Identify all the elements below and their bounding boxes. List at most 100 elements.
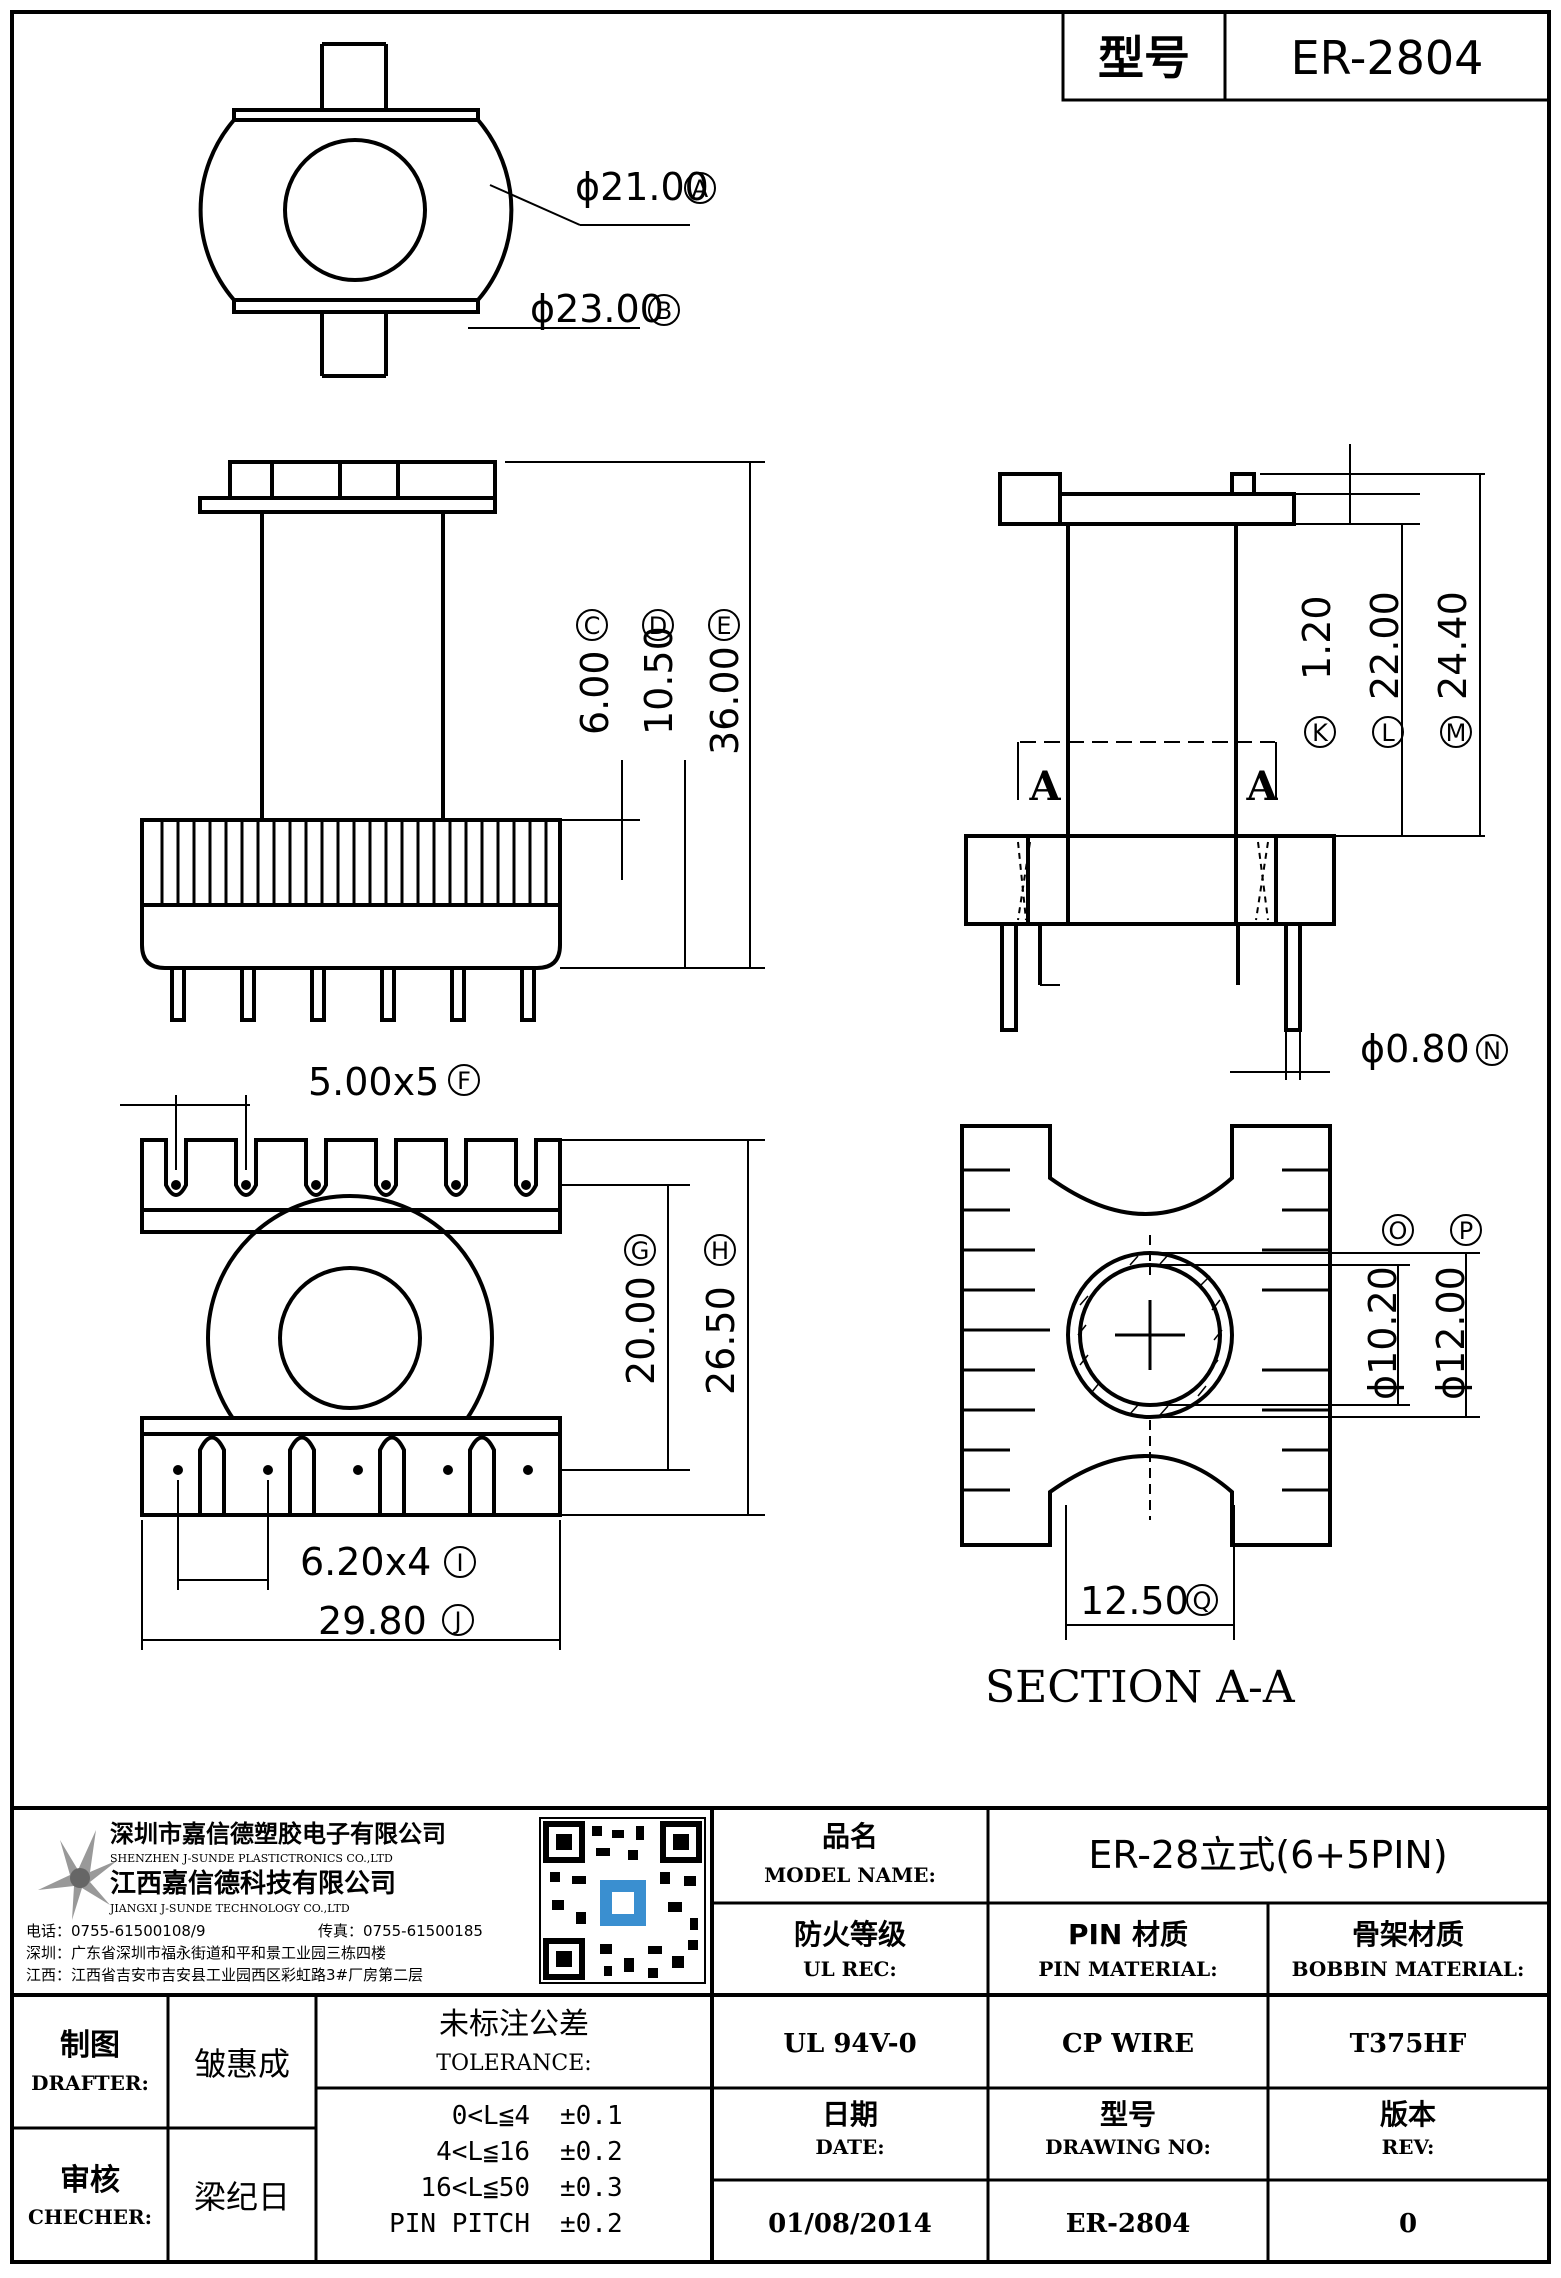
dim-q-value: 12.50	[1080, 1579, 1189, 1623]
dim-a-mark: A	[692, 175, 709, 203]
rev-value: 0	[1399, 2209, 1417, 2239]
dim-c-mark: C	[584, 612, 601, 640]
dim-f-mark: F	[457, 1067, 471, 1095]
dim-j-value: 29.80	[318, 1599, 427, 1643]
dim-d-mark: D	[649, 612, 667, 640]
pin-en: PIN MATERIAL:	[1038, 1957, 1217, 1981]
dim-g-mark: G	[631, 1237, 650, 1265]
company-name-en-1: SHENZHEN J-SUNDE PLASTICTRONICS CO.,LTD	[110, 1852, 393, 1865]
dim-o-mark: O	[1389, 1217, 1408, 1245]
top-view-core-hole	[283, 138, 427, 282]
date-value: 01/08/2014	[768, 2209, 932, 2239]
dim-e-mark: E	[716, 612, 731, 640]
pin-cn: PIN 材质	[1068, 1918, 1188, 1951]
rev-en: REV:	[1382, 2135, 1435, 2159]
company-addr-jx: 江西：江西省吉安市吉安县工业园西区彩虹路3#厂房第二层	[26, 1966, 423, 1984]
tol-range: 0<L≦4	[452, 2101, 530, 2131]
dwg-value: ER-2804	[1066, 2209, 1191, 2239]
model-name-cn: 品名	[822, 1820, 878, 1853]
top-view-outline	[198, 108, 514, 314]
title-block-grid	[12, 1806, 1549, 2262]
dim-m-value: 24.40	[1431, 591, 1475, 700]
dim-f-circle	[448, 1064, 480, 1096]
dim-n-circle	[1476, 1034, 1508, 1066]
dim-m-circle	[1440, 716, 1472, 748]
bobbin-value: T375HF	[1350, 2029, 1467, 2059]
dwg-en: DRAWING NO:	[1045, 2135, 1211, 2159]
dim-m-mark: M	[1446, 719, 1467, 747]
dim-i-circle	[444, 1546, 476, 1578]
header-type-value: ER-2804	[1291, 31, 1484, 85]
top-view	[198, 42, 690, 378]
ul-value: UL 94V-0	[783, 2029, 916, 2059]
front-view	[140, 460, 765, 1022]
section-caption: SECTION A-A	[985, 1662, 1296, 1713]
dim-g-value: 20.00	[619, 1276, 663, 1385]
tol-value: ±0.3	[560, 2173, 623, 2203]
dim-k-value: 1.20	[1295, 595, 1339, 680]
dim-h-mark: H	[711, 1237, 729, 1265]
dim-d-circle	[642, 609, 674, 641]
dwg-cn: 型号	[1100, 2098, 1156, 2131]
dim-a-value: ϕ21.00	[575, 165, 709, 209]
dim-p-value: ϕ12.00	[1429, 1266, 1473, 1400]
dim-i-mark: I	[456, 1549, 463, 1577]
tol-value: ±0.2	[560, 2209, 623, 2239]
date-cn: 日期	[822, 2098, 878, 2131]
tol-range: 16<L≦50	[420, 2173, 530, 2203]
dim-l-value: 22.00	[1363, 591, 1407, 700]
dim-n-mark: N	[1483, 1037, 1501, 1065]
tol-value: ±0.2	[560, 2137, 623, 2167]
dim-c-circle	[576, 609, 608, 641]
dim-a-circle	[684, 172, 716, 204]
dim-q-circle	[1186, 1584, 1218, 1616]
dim-b-value: ϕ23.00	[530, 287, 664, 331]
drafter-name: 皱惠成	[194, 2045, 290, 2083]
dim-o-circle	[1382, 1214, 1414, 1246]
ul-cn: 防火等级	[794, 1918, 906, 1951]
company-addr-sz: 深圳：广东省深圳市福永街道和平和景工业园三栋四楼	[26, 1944, 386, 1962]
header-box: 型号 ER-2804	[1061, 10, 1551, 102]
dim-i-value: 6.20x4	[300, 1540, 431, 1584]
pin-value: CP WIRE	[1062, 2029, 1194, 2059]
checker-en: CHECHER:	[28, 2205, 152, 2229]
dim-q-mark: Q	[1193, 1587, 1212, 1615]
checker-name: 梁纪日	[194, 2178, 290, 2216]
dim-f-value: 5.00x5	[308, 1060, 439, 1104]
model-name-value: ER-28立式(6+5PIN)	[1088, 1833, 1447, 1877]
dim-l-circle	[1372, 716, 1404, 748]
tol-value: ±0.1	[560, 2101, 623, 2131]
sheet-border	[10, 10, 1551, 2264]
drafter-en: DRAFTER:	[31, 2071, 149, 2095]
side-view	[964, 444, 1485, 1080]
tol-range: PIN PITCH	[389, 2209, 530, 2239]
qr-code	[539, 1817, 706, 1984]
dim-k-mark: K	[1312, 719, 1329, 747]
model-name-en: MODEL NAME:	[764, 1863, 936, 1887]
header-type-label: 型号	[1098, 31, 1190, 85]
dim-j-circle	[442, 1604, 474, 1636]
dim-g-circle	[624, 1234, 656, 1266]
company-name-cn-1: 深圳市嘉信德塑胶电子有限公司	[110, 1820, 446, 1848]
tol-range: 4<L≦16	[436, 2137, 530, 2167]
dim-n-value: ϕ0.80	[1360, 1027, 1470, 1071]
rev-cn: 版本	[1380, 2098, 1436, 2131]
section-mark-left: A	[1028, 763, 1061, 810]
company-logo	[38, 1830, 118, 1920]
company-name-cn-2: 江西嘉信德科技有限公司	[110, 1869, 396, 1899]
dim-h-value: 26.50	[699, 1286, 743, 1395]
ul-en: UL REC:	[803, 1957, 897, 1981]
checker-cn: 审核	[60, 2163, 120, 2198]
dim-j-mark: J	[452, 1607, 461, 1635]
dim-b-mark: B	[656, 297, 672, 325]
date-en: DATE:	[815, 2135, 884, 2159]
dim-c-value: 6.00	[573, 650, 617, 735]
dim-e-value: 36.00	[703, 646, 747, 755]
tolerance-en: TOLERANCE:	[436, 2051, 591, 2076]
dim-k-circle	[1304, 716, 1336, 748]
dim-b-circle	[648, 294, 680, 326]
tolerance-cn: 未标注公差	[439, 2007, 589, 2042]
bobbin-cn: 骨架材质	[1352, 1918, 1464, 1951]
